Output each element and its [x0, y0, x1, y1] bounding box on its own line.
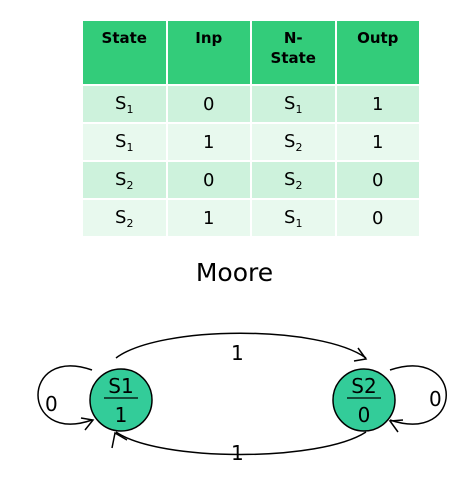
cell-next-state: S1	[252, 200, 335, 236]
arrowhead-s1-to-s2	[353, 347, 368, 362]
node-s1-output: 1	[115, 403, 128, 427]
table-header-row: State Inp N- State Outp	[83, 21, 419, 84]
cell-output: 1	[336, 86, 419, 122]
edge-s2-to-s1	[115, 431, 367, 456]
cell-input: 0	[167, 86, 250, 122]
cell-input: 1	[167, 124, 250, 160]
table-row: S1 0 S1 1	[83, 86, 419, 122]
edge-s1-self-loop	[37, 365, 93, 425]
arrowhead-s1-self-loop	[80, 417, 95, 431]
table-row: S1 1 S2 1	[83, 124, 419, 160]
cell-next-state: S2	[252, 162, 335, 198]
header-input: Inp	[167, 21, 250, 84]
diagram-title: Moore	[195, 258, 274, 287]
header-next-state: N- State	[252, 21, 335, 84]
cell-output: 0	[336, 162, 419, 198]
table-row: S2 1 S1 0	[83, 200, 419, 236]
edge-s2-self-loop	[389, 365, 447, 425]
header-next-state-line1: N-	[283, 29, 303, 47]
cell-input: 1	[167, 200, 250, 236]
edge-label-s2-self: 0	[429, 387, 442, 411]
node-s2-output: 0	[358, 403, 371, 427]
edge-label-s2-to-s1: 1	[231, 441, 244, 465]
cell-next-state: S2	[252, 124, 335, 160]
node-s1: S1 1	[89, 368, 153, 432]
header-state: State	[83, 21, 166, 84]
cell-next-state: S1	[252, 86, 335, 122]
edge-label-s1-self: 0	[45, 392, 58, 416]
cell-state: S2	[83, 162, 166, 198]
arrowhead-s2-to-s1	[111, 431, 128, 449]
cell-output: 1	[336, 124, 419, 160]
edge-label-s1-to-s2: 1	[231, 341, 244, 365]
edge-s1-to-s2	[115, 332, 367, 359]
state-table: State Inp N- State Outp S1 0 S1 1 S1 1 S2…	[81, 19, 421, 238]
node-s2-name: S2	[351, 374, 376, 398]
node-s2: S2 0	[332, 368, 396, 432]
cell-input: 0	[167, 162, 250, 198]
arrowhead-s2-self-loop	[388, 419, 404, 433]
cell-output: 0	[336, 200, 419, 236]
header-next-state-line2: State	[270, 49, 316, 67]
header-output: Outp	[336, 21, 419, 84]
cell-state: S2	[83, 200, 166, 236]
cell-state: S1	[83, 86, 166, 122]
node-s1-name: S1	[108, 374, 133, 398]
table-row: S2 0 S2 0	[83, 162, 419, 198]
cell-state: S1	[83, 124, 166, 160]
